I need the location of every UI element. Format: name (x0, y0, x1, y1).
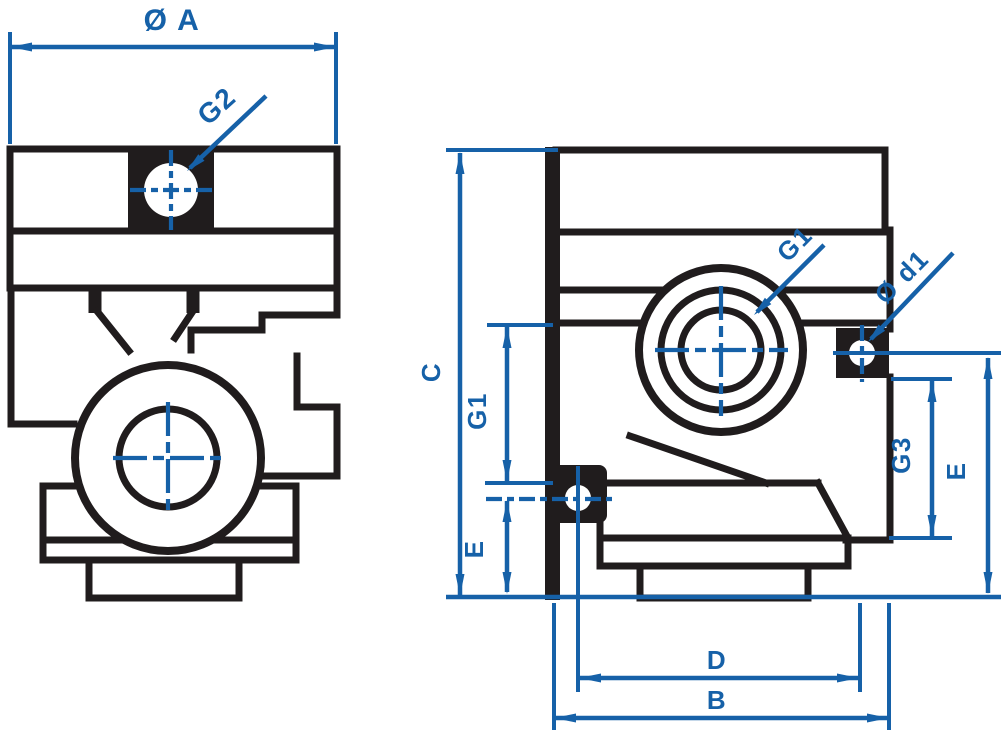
arrowhead (502, 500, 512, 522)
label-flange-diameter: Ø A (144, 4, 201, 37)
side-view: C G1 E G1 Ø d1 (416, 146, 1001, 730)
arrowhead (983, 572, 993, 594)
dim-port-span-right: G3 (886, 377, 952, 540)
neck-stubs (88, 291, 200, 313)
extension-lines (552, 603, 891, 730)
leader-line (188, 94, 268, 170)
dim-flange-diameter: Ø A (8, 4, 338, 144)
arrowhead (314, 42, 336, 52)
right-step-lower (250, 352, 341, 480)
arrowhead (455, 574, 465, 596)
boss-outer-circle (71, 361, 265, 555)
top-port-center-marker (130, 150, 213, 230)
label-port-span-right: G3 (886, 436, 916, 474)
arrowhead (455, 152, 465, 174)
neck-chamfers (92, 306, 198, 356)
dim-overall-height: C (416, 148, 558, 596)
extension-lines (8, 32, 338, 144)
leader-line (869, 251, 955, 341)
label-side-port-height: E (941, 462, 971, 481)
arrowhead (579, 673, 601, 683)
boss-center-marker (113, 402, 223, 514)
arrowhead (983, 357, 993, 379)
arrowhead (502, 460, 512, 482)
leader-top-port-thread: G2 (187, 81, 268, 171)
label-hole-diameter: Ø d1 (868, 243, 934, 309)
mounting-plate (545, 147, 560, 600)
label-port-distance: D (707, 645, 727, 675)
leader-line (755, 243, 826, 314)
left-housing-edge (7, 284, 78, 428)
foot-pad-outline (636, 562, 812, 602)
label-lower-port-height: E (459, 540, 489, 559)
top-view: Ø A G2 (6, 4, 341, 602)
arrowhead (10, 42, 32, 52)
arrowhead (927, 380, 937, 402)
foot-outline (85, 556, 243, 602)
arrowhead (554, 713, 576, 723)
label-overall-depth: B (707, 685, 727, 715)
leader-hole-diameter: Ø d1 (868, 243, 955, 342)
arrowhead (867, 713, 889, 723)
arrowhead (754, 297, 772, 315)
arrowhead (927, 515, 937, 537)
dim-port-span-left: G1 (462, 323, 553, 485)
dim-port-distance: D (579, 603, 862, 692)
right-edge-lines (813, 373, 894, 544)
extension-lines (889, 377, 952, 540)
arrowhead (502, 572, 512, 594)
arrowhead (502, 326, 512, 348)
dim-side-port-height: E (941, 357, 993, 594)
arrowhead (187, 154, 205, 171)
top-band-outline (552, 146, 889, 236)
right-step-upper (187, 284, 341, 354)
dim-overall-depth: B (552, 603, 891, 730)
base-slabs (596, 479, 852, 570)
dim-lower-port-height: E (459, 500, 512, 594)
arrowhead (837, 673, 859, 683)
body-band-outline (6, 227, 341, 292)
arrowhead (868, 324, 886, 342)
label-port-span-left: G1 (462, 392, 492, 430)
front-port-center-marker (655, 286, 788, 416)
extension-lines (485, 323, 553, 485)
label-overall-height: C (416, 362, 446, 382)
